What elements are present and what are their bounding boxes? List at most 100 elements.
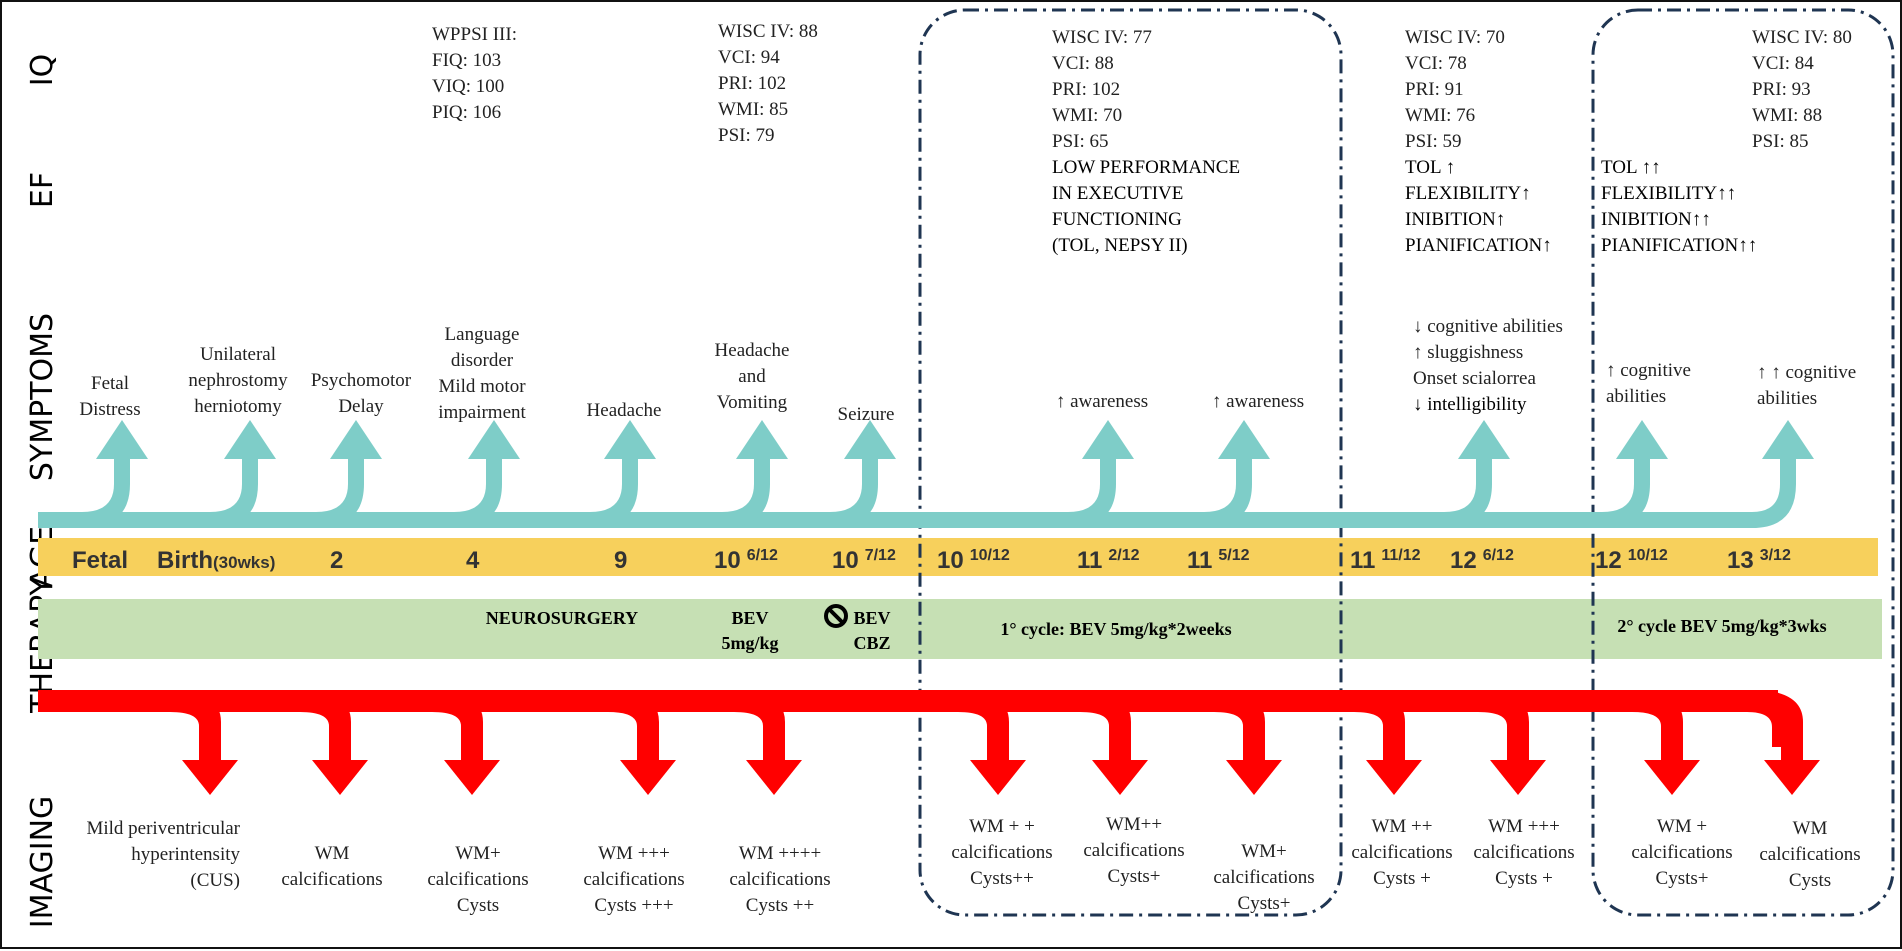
age-fraction: 7/12 xyxy=(865,547,896,564)
therapy-label-line: 5mg/kg xyxy=(721,633,778,653)
arrow-down-icon xyxy=(1354,690,1422,795)
arrow-up-icon xyxy=(1762,420,1814,459)
iq-block-line: PSI: 79 xyxy=(718,125,775,146)
symptom-label-line: herniotomy xyxy=(194,396,282,417)
row-label-imaging: IMAGING xyxy=(25,796,60,929)
therapy-label-line: BEV xyxy=(731,608,768,628)
age-band xyxy=(38,538,1878,576)
ef-block: TOL ↑↑FLEXIBILITY↑↑INIBITION↑↑PIANIFICAT… xyxy=(1601,157,1757,256)
imaging-finding-line: calcifications xyxy=(729,869,830,890)
therapy-label-line: 1° cycle: BEV 5mg/kg*2weeks xyxy=(1000,619,1231,639)
iq-block-line: PSI: 85 xyxy=(1752,131,1809,152)
imaging-finding-line: calcifications xyxy=(427,869,528,890)
age-main: Birth xyxy=(157,547,213,574)
imaging-finding-line: Cysts + xyxy=(1495,868,1553,889)
symptom-label: ↑ awareness xyxy=(1212,391,1304,412)
arrow-down-icon xyxy=(1080,690,1148,795)
age-label: 2 xyxy=(330,547,343,574)
imaging-finding-line: calcifications xyxy=(583,869,684,890)
symptom-label-line: Headache xyxy=(715,340,790,361)
imaging-finding-line: Cysts+ xyxy=(1238,893,1291,914)
symptom-label: ↑ awareness xyxy=(1056,391,1148,412)
symptom-label-line: ↑ sluggishness xyxy=(1413,342,1523,363)
ef-block: TOL ↑FLEXIBILITY↑INIBITION↑PIANIFICATION… xyxy=(1405,157,1552,256)
imaging-finding-line: WM ++++ xyxy=(739,843,821,864)
symptom-label-line: ↑ ↑ cognitive xyxy=(1757,362,1856,383)
arrow-down-icon xyxy=(1478,690,1546,795)
age-main: 4 xyxy=(466,547,480,574)
imaging-finding-line: Cysts++ xyxy=(970,868,1034,889)
age-main: 10 xyxy=(832,547,859,574)
imaging-finding-line: WM +++ xyxy=(598,843,670,864)
imaging-finding-line: calcifications xyxy=(1759,844,1860,865)
symptom-label-line: and xyxy=(738,366,766,387)
symptom-label-line: Fetal xyxy=(91,373,129,394)
iq-block-line: VCI: 88 xyxy=(1052,53,1114,74)
ef-block-line: FUNCTIONING xyxy=(1052,209,1182,230)
imaging-finding-line: WM xyxy=(1793,818,1828,839)
age-main: 12 xyxy=(1595,547,1622,574)
therapy-band xyxy=(38,599,1882,659)
imaging-timeline xyxy=(38,690,1820,795)
age-fraction: 6/12 xyxy=(1483,547,1514,564)
imaging-finding-line: Cysts+ xyxy=(1108,866,1161,887)
imaging-finding-line: calcifications xyxy=(1473,842,1574,863)
age-fraction: 2/12 xyxy=(1108,547,1139,564)
age-main: 10 xyxy=(937,547,964,574)
iq-block-line: WMI: 88 xyxy=(1752,105,1822,126)
therapy-label: 1° cycle: BEV 5mg/kg*2weeks xyxy=(1000,619,1231,639)
arrow-down-icon xyxy=(300,690,368,795)
age-main: 13 xyxy=(1727,547,1754,574)
symptom-label-line: Psychomotor xyxy=(311,370,412,391)
age-main: 11 xyxy=(1187,547,1212,574)
imaging-finding-line: WM++ xyxy=(1106,814,1162,835)
arrow-down-icon xyxy=(1752,690,1820,795)
imaging-finding-line: WM + xyxy=(1657,816,1707,837)
imaging-finding-line: calcifications xyxy=(1213,867,1314,888)
symptom-label-line: Seizure xyxy=(838,404,895,425)
imaging-finding-line: WM ++ xyxy=(1371,816,1432,837)
arrow-down-icon xyxy=(1214,690,1282,795)
symptom-label-line: abilities xyxy=(1606,386,1666,407)
symptom-label-line: disorder xyxy=(451,350,514,371)
arrow-down-icon xyxy=(958,690,1026,795)
symptom-label: Seizure xyxy=(838,404,895,425)
arrow-up-icon xyxy=(1204,420,1270,528)
stop-icon xyxy=(824,604,848,628)
arrow-up-icon xyxy=(316,420,382,528)
imaging-finding-line: WM xyxy=(315,843,350,864)
imaging-finding-line: calcifications xyxy=(281,869,382,890)
age-fraction: 10/12 xyxy=(970,547,1010,564)
imaging-finding-line: WM +++ xyxy=(1488,816,1560,837)
age-main: Fetal xyxy=(72,547,128,574)
symptom-label-line: Vomiting xyxy=(717,392,788,413)
age-label: Birth(30wks) xyxy=(157,547,275,574)
imaging-finding: WM calcifications xyxy=(281,843,382,890)
arrow-down-icon xyxy=(1632,690,1700,795)
symptom-label-line: abilities xyxy=(1757,388,1817,409)
symptoms-line xyxy=(38,512,1568,528)
arrow-up-icon xyxy=(830,420,896,528)
